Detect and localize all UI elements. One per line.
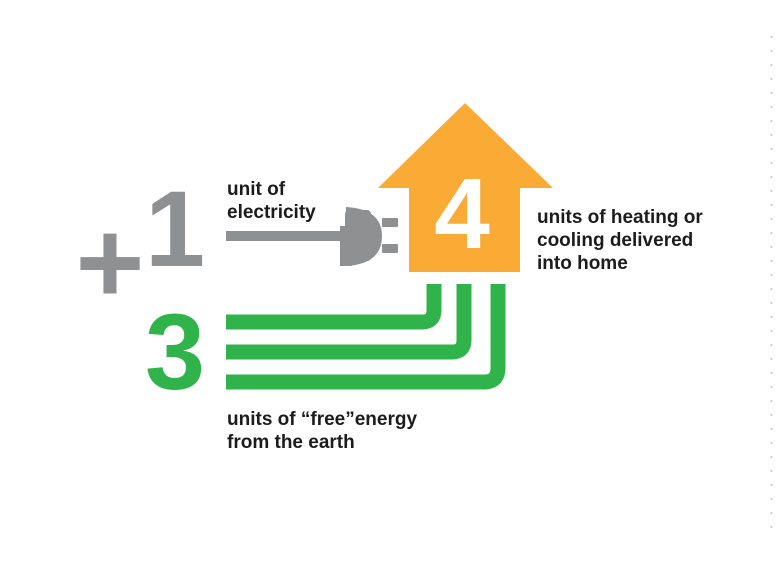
earth-energy-pipes	[226, 284, 506, 390]
earth-label-line1: units of “free”energy	[227, 409, 417, 430]
home-label-line2: cooling delivered	[537, 230, 693, 251]
earth-unit-number: 3	[145, 291, 205, 412]
electricity-label-line1: unit of	[227, 179, 286, 200]
plus-symbol: +	[76, 197, 145, 329]
home-label-line3: into home	[537, 253, 628, 274]
electric-plug-icon	[226, 207, 398, 266]
home-label-line1: units of heating or	[537, 207, 703, 228]
edge-dots-decoration	[770, 30, 773, 530]
home-unit-number: 4	[434, 158, 490, 270]
electricity-label-line2: electricity	[227, 202, 316, 223]
house-arrow-icon	[378, 103, 553, 272]
electricity-unit-number: 1	[145, 168, 205, 289]
earth-label-line2: from the earth	[227, 432, 355, 453]
